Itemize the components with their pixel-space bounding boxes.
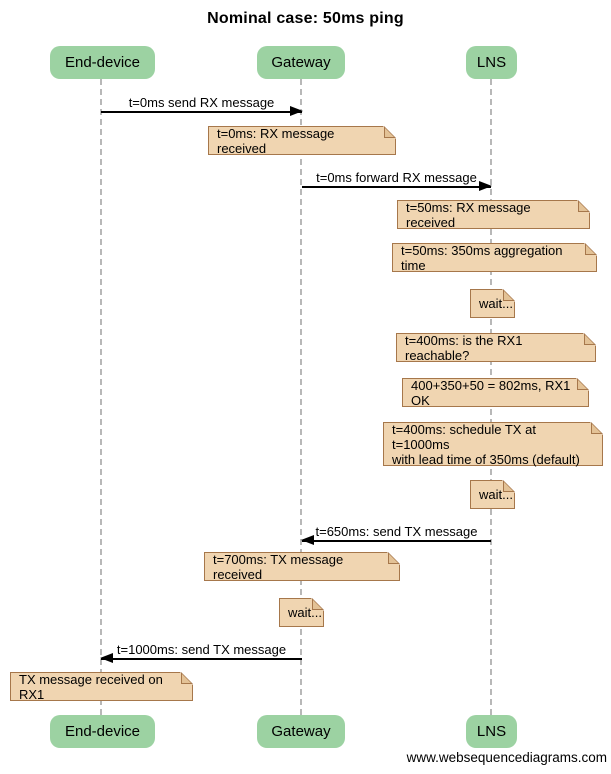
- note-fold-icon: [586, 245, 595, 254]
- note-fold-icon: [385, 128, 394, 137]
- arrowhead-right-icon: [479, 181, 492, 191]
- watermark: www.websequencediagrams.com: [406, 750, 607, 765]
- note-fold-icon: [504, 482, 513, 491]
- note-fold-icon: [585, 335, 594, 344]
- message-label: t=0ms forward RX message: [316, 170, 477, 185]
- arrowhead-left-icon: [100, 653, 113, 663]
- note-text: t=400ms: is the RX1 reachable?: [405, 332, 523, 363]
- message-line: [101, 658, 302, 660]
- actor-label: LNS: [476, 723, 507, 740]
- note-text: 400+350+50 = 802ms, RX1 OK: [411, 377, 571, 408]
- actor-end-device-top: End-device: [50, 46, 155, 79]
- actor-label: Gateway: [271, 723, 331, 740]
- message-label: t=0ms send RX message: [128, 95, 275, 110]
- message-line: [302, 540, 491, 542]
- note-fold-icon: [579, 202, 588, 211]
- message-label: t=650ms: send TX message: [315, 524, 478, 539]
- note-text: t=700ms: TX message received: [213, 551, 344, 582]
- actor-label: End-device: [64, 54, 141, 71]
- note: 400+350+50 = 802ms, RX1 OK: [402, 377, 589, 408]
- note: t=400ms: schedule TX at t=1000ms with le…: [383, 421, 603, 467]
- arrowhead-right-icon: [290, 106, 303, 116]
- message-line: [101, 111, 302, 113]
- note-fold-icon: [389, 554, 398, 563]
- note-text: TX message received on RX1: [19, 671, 163, 702]
- message-send-tx-650: t=650ms: send TX message: [301, 524, 491, 545]
- note: t=700ms: TX message received: [204, 551, 400, 582]
- message-send-tx-1000: t=1000ms: send TX message: [100, 642, 302, 663]
- note: t=0ms: RX message received: [208, 125, 396, 156]
- note-text: t=50ms: 350ms aggregation time: [401, 242, 563, 273]
- actor-gateway-top: Gateway: [257, 46, 345, 79]
- note-fold-icon: [592, 424, 601, 433]
- note-wait: wait...: [470, 480, 515, 509]
- note: TX message received on RX1: [10, 671, 193, 702]
- note-wait: wait...: [279, 598, 324, 627]
- note-fold-icon: [504, 291, 513, 300]
- actor-lns-top: LNS: [466, 46, 517, 79]
- actor-lns-bottom: LNS: [466, 715, 517, 748]
- note: t=50ms: 350ms aggregation time: [392, 242, 597, 273]
- note-fold-icon: [313, 600, 322, 609]
- message-line: [302, 186, 491, 188]
- lifeline-gateway: [300, 79, 302, 715]
- actor-label: Gateway: [271, 54, 331, 71]
- lifeline-end-device: [100, 79, 102, 715]
- note-text: t=50ms: RX message received: [406, 199, 531, 230]
- message-forward-rx: t=0ms forward RX message: [302, 170, 492, 191]
- note-fold-icon: [578, 380, 587, 389]
- arrowhead-left-icon: [301, 535, 314, 545]
- actor-gateway-bottom: Gateway: [257, 715, 345, 748]
- diagram-title: Nominal case: 50ms ping: [207, 10, 404, 27]
- note-text: t=400ms: schedule TX at t=1000ms with le…: [392, 421, 580, 467]
- message-label: t=1000ms: send TX message: [116, 642, 287, 657]
- note-fold-icon: [182, 674, 191, 683]
- note-wait: wait...: [470, 289, 515, 318]
- message-send-rx: t=0ms send RX message: [101, 95, 303, 116]
- actor-end-device-bottom: End-device: [50, 715, 155, 748]
- actor-label: End-device: [64, 723, 141, 740]
- note: t=50ms: RX message received: [397, 199, 590, 230]
- actor-label: LNS: [476, 54, 507, 71]
- note: t=400ms: is the RX1 reachable?: [396, 332, 596, 363]
- note-text: t=0ms: RX message received: [217, 125, 335, 156]
